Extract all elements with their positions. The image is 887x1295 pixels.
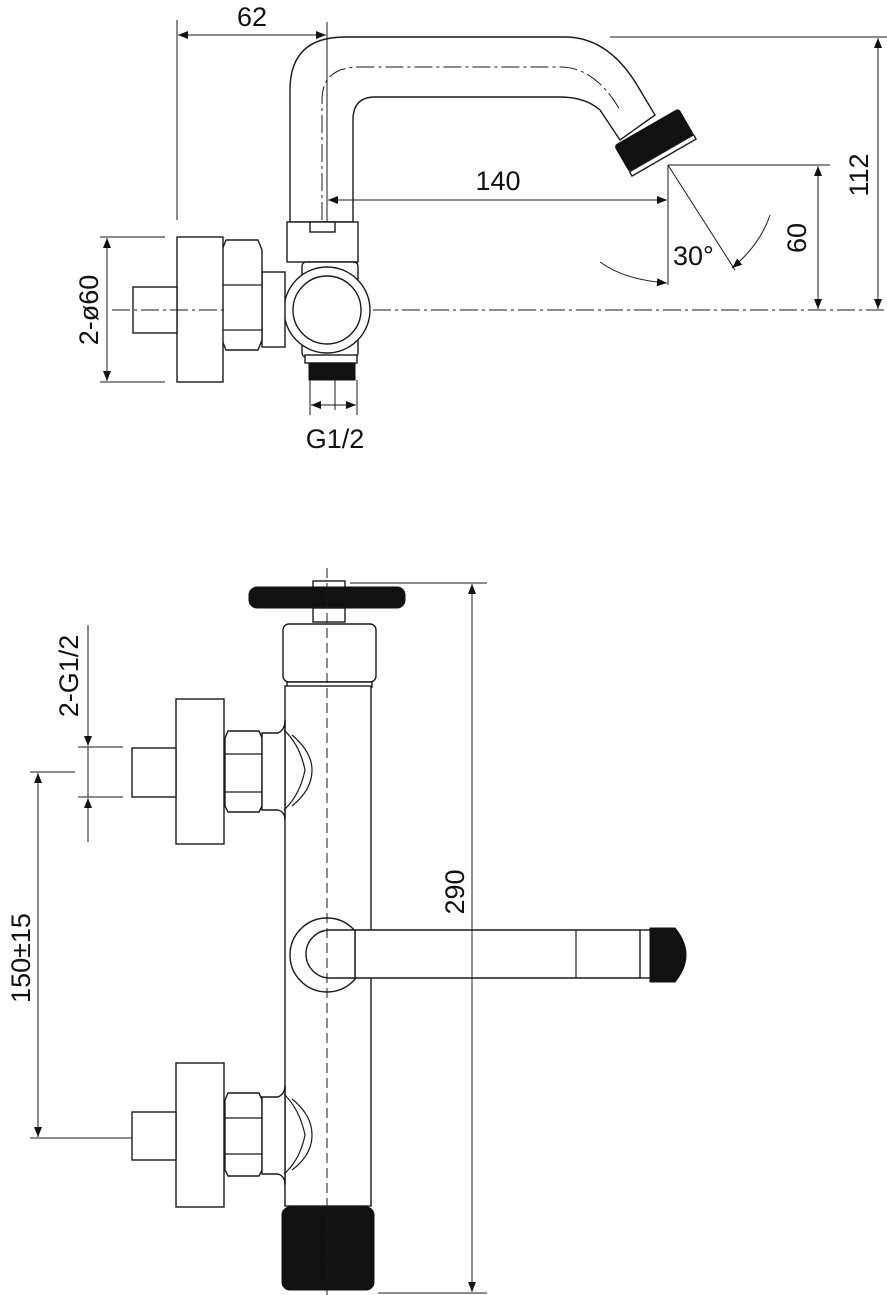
dim-outlet-thread: G1/2 — [306, 424, 365, 454]
top-view: 62 140 G1/2 2-ø60 30° 60 112 — [74, 2, 887, 454]
bottom-knurled-cap — [281, 1206, 375, 1291]
bonnet — [282, 623, 377, 683]
dim-spout-offset: 62 — [237, 2, 267, 32]
handle-stem — [312, 607, 346, 623]
outlet-thread — [308, 362, 356, 381]
dim-outlet-angle: 30° — [673, 241, 714, 271]
spout-tube — [354, 929, 651, 979]
outlet-base — [304, 354, 358, 364]
dim-inlet-thread: 2-G1/2 — [54, 635, 84, 718]
dim-outlet-height: 60 — [782, 223, 812, 253]
lower-inlet — [131, 1062, 313, 1208]
spout-nozzle-knurled — [615, 109, 697, 178]
hex-nut — [221, 239, 263, 351]
collar-slot — [309, 221, 336, 233]
valve-body-inner — [292, 275, 362, 345]
front-view: 290 150±15 2-G1/2 — [6, 568, 687, 1295]
dim-total-height: 112 — [844, 153, 874, 196]
dim-flange-diameter: 2-ø60 — [74, 275, 104, 346]
dim-inlet-spacing: 150±15 — [6, 913, 36, 1003]
spout-tube — [289, 36, 656, 223]
upper-inlet — [131, 698, 313, 845]
dim-spout-reach: 140 — [475, 166, 520, 196]
spout-nozzle-knurled — [649, 927, 687, 983]
dim-total-length: 290 — [440, 869, 470, 914]
connector — [261, 271, 286, 348]
spout-centerline — [321, 66, 621, 220]
